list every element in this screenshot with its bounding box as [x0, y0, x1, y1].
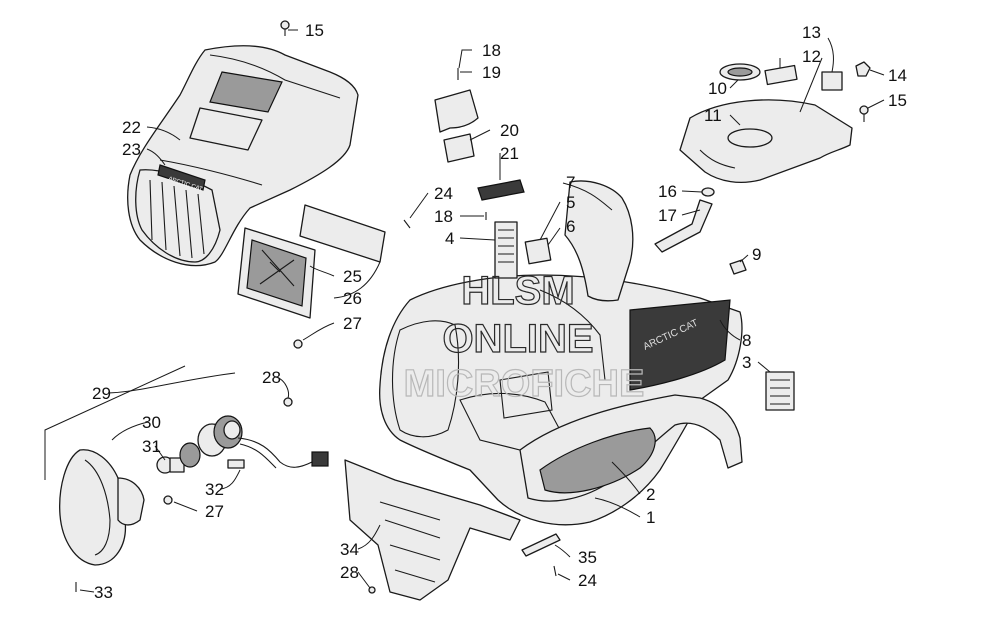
leader-lines — [44, 29, 885, 593]
callout-34: 34 — [340, 540, 359, 559]
storage-lid-11 — [679, 99, 853, 183]
clip-16 — [701, 187, 715, 197]
callout-24-low: 24 — [578, 571, 597, 590]
decal-5 — [524, 237, 552, 265]
callout-19: 19 — [482, 63, 501, 82]
watermark-line2: ONLINE — [442, 317, 593, 361]
hose-17 — [654, 199, 713, 253]
callout-labels: 15 22 23 25 26 27 28 29 30 31 32 27 33 3… — [92, 21, 907, 602]
rivet-28-low — [368, 586, 376, 594]
callout-20: 20 — [500, 121, 519, 140]
callout-3: 3 — [742, 353, 751, 372]
callout-1: 1 — [646, 508, 655, 527]
callout-12: 12 — [802, 47, 821, 66]
gasket-10 — [719, 63, 761, 81]
callout-29: 29 — [92, 384, 111, 403]
callout-32: 32 — [205, 480, 224, 499]
grille-23: ARCTIC CAT — [135, 164, 221, 263]
callout-22: 22 — [122, 118, 141, 137]
callout-27-low: 27 — [205, 502, 224, 521]
cover-19 — [434, 89, 479, 133]
wire-harness-32 — [227, 437, 329, 469]
callout-25: 25 — [343, 267, 362, 286]
callout-26: 26 — [343, 289, 362, 308]
callout-15-top: 15 — [305, 21, 324, 40]
switch-20 — [443, 133, 475, 163]
bulb-31 — [156, 456, 185, 474]
callout-7: 7 — [566, 173, 575, 192]
headlight-29 — [59, 449, 145, 566]
side-panel-2 — [519, 394, 743, 502]
duct-7 — [564, 180, 634, 302]
callout-13: 13 — [802, 23, 821, 42]
callout-31: 31 — [142, 437, 161, 456]
bolt-15-right — [859, 105, 869, 122]
callout-30: 30 — [142, 413, 161, 432]
callout-15-right: 15 — [888, 91, 907, 110]
headlight-bracket-25 — [237, 227, 316, 319]
callout-4: 4 — [445, 229, 454, 248]
watermark-line1: HLSM — [461, 269, 574, 313]
callout-14: 14 — [888, 66, 907, 85]
plate-21 — [477, 179, 525, 201]
callout-9: 9 — [752, 245, 761, 264]
callout-18-mid: 18 — [434, 207, 453, 226]
rivet-27-top — [293, 339, 303, 349]
callout-10: 10 — [708, 79, 727, 98]
fastener-9 — [729, 259, 747, 275]
rivet-28-mid — [283, 397, 293, 407]
label-12 — [764, 64, 798, 86]
callout-28-mid: 28 — [262, 368, 281, 387]
callout-27-top: 27 — [343, 314, 362, 333]
callout-5: 5 — [566, 193, 575, 212]
callout-23: 23 — [122, 140, 141, 159]
bumper-34 — [344, 459, 521, 601]
callout-35: 35 — [578, 548, 597, 567]
screw-24-low — [553, 565, 557, 577]
label-13 — [821, 71, 843, 91]
callout-8: 8 — [742, 331, 751, 350]
bolt-15-top — [280, 20, 290, 36]
callout-33: 33 — [94, 583, 113, 602]
callout-18-top: 18 — [482, 41, 501, 60]
watermark-line3: MICROFICHE — [404, 363, 645, 405]
clip-35 — [521, 533, 561, 557]
callout-17: 17 — [658, 206, 677, 225]
nut-14 — [855, 61, 871, 77]
decal-4 — [494, 221, 518, 279]
callout-28-low: 28 — [340, 563, 359, 582]
socket-30 — [179, 415, 243, 468]
rivet-27-low — [163, 495, 173, 505]
screw-24-top — [403, 219, 411, 229]
watermark: HLSM ONLINE MICROFICHE — [403, 268, 645, 405]
callout-11: 11 — [704, 106, 722, 125]
front-fender-1: ARCTIC CAT — [379, 274, 743, 526]
label-3 — [765, 371, 795, 411]
callout-24-top: 24 — [434, 184, 453, 203]
callout-6: 6 — [566, 217, 575, 236]
callout-2: 2 — [646, 485, 655, 504]
callout-21: 21 — [500, 144, 519, 163]
callout-16: 16 — [658, 182, 677, 201]
